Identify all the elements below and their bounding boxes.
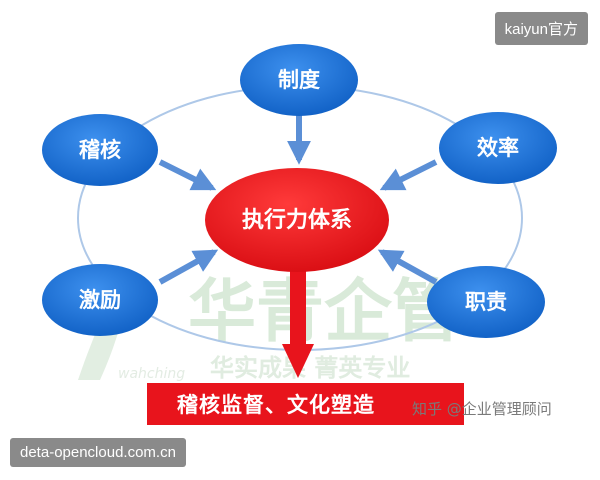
top-right-badge: kaiyun官方 [494, 12, 588, 45]
arrow-upper-left-to-center [158, 159, 217, 191]
node-upper-right-shape [439, 112, 557, 184]
down-arrow-head [282, 344, 314, 378]
arrow-upper-right-to-center [379, 159, 438, 191]
node-top: 制度 [240, 44, 358, 116]
watermark-main: 华青企管 [188, 273, 460, 352]
down-arrow-shaft [290, 268, 306, 346]
watermark-latin: wahching [118, 366, 185, 382]
node-upper-right-label: 效率 [477, 136, 519, 160]
node-top-shape [240, 44, 358, 116]
node-lower-right: 职责 [427, 266, 545, 338]
node-upper-left-label: 稽核 [79, 138, 121, 162]
bottom-left-badge: deta-opencloud.com.cn [10, 438, 186, 467]
result-banner: 稽核监督、文化塑造 [147, 383, 464, 425]
node-upper-left: 稽核 [42, 114, 158, 186]
node-lower-left: 激励 [42, 264, 158, 336]
watermark-slogan: 华实成果 菁英专业 [210, 354, 410, 382]
source-label: 知乎 @企业管理顾问 [412, 400, 552, 418]
node-lower-right-shape [427, 266, 545, 338]
node-lower-left-shape [42, 264, 158, 336]
center-node: 执行力体系 [205, 168, 389, 272]
node-lower-right-label: 职责 [465, 290, 507, 314]
node-upper-left-shape [42, 114, 158, 186]
arrows [158, 108, 438, 285]
node-upper-right: 效率 [439, 112, 557, 184]
result-banner-label: 稽核监督、文化塑造 [177, 393, 375, 417]
center-node-label: 执行力体系 [242, 207, 352, 233]
arrow-lower-right-to-center [377, 249, 438, 285]
down-arrow [282, 268, 314, 378]
arrow-lower-left-to-center [158, 249, 219, 285]
node-top-label: 制度 [278, 68, 320, 92]
node-lower-left-label: 激励 [79, 288, 121, 312]
watermark: 华青企管 华实成果 菁英专业 wahching [78, 270, 460, 382]
center-node-shape [205, 168, 389, 272]
